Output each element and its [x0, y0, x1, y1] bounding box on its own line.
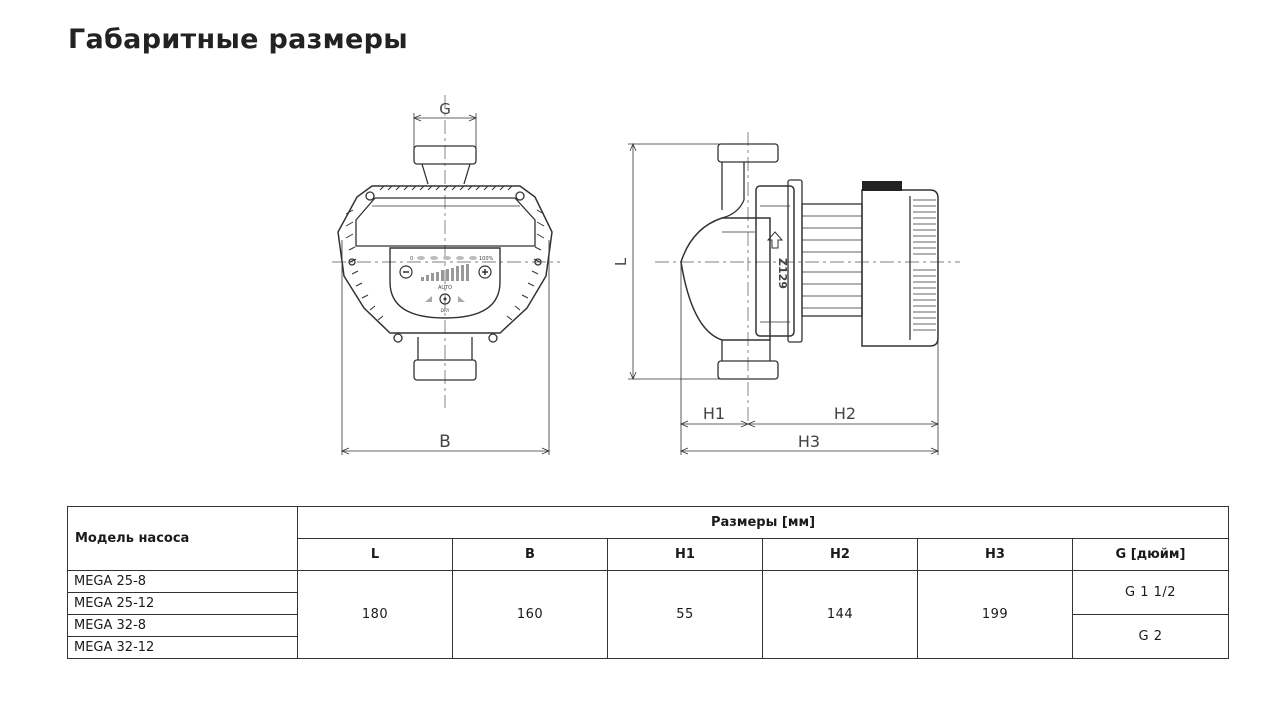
flow-arrow-icon [766, 231, 784, 249]
value-h2: 144 [762, 570, 918, 659]
front-view: G 0 1 [332, 95, 560, 455]
column-header-h2: H2 [762, 538, 918, 571]
value-h1: 55 [607, 570, 763, 659]
dimension-b-label: B [439, 432, 451, 452]
dimension-h3: H3 [679, 432, 940, 455]
column-header-h1: H1 [607, 538, 763, 571]
dimension-h1-h2: H1 H2 [679, 262, 940, 455]
dimensions-table: Модель насоса Размеры [мм] L B H1 H2 H3 … [67, 506, 1230, 659]
table-row: MEGA 25-8 180 160 55 144 199 G 1 1/2 [67, 570, 1230, 659]
table-row: MEGA 25-12 [67, 592, 1229, 615]
model-name: MEGA 25-12 [67, 592, 298, 615]
column-header-b: B [452, 538, 608, 571]
dimension-h2-label: H2 [834, 404, 856, 423]
table-row: MEGA 32-8 G 2 [67, 614, 1230, 659]
value-g-32: G 2 [1071, 614, 1230, 659]
panel-dry-label: DRY [440, 308, 449, 314]
model-name: MEGA 25-8 [67, 570, 298, 593]
dimensional-drawing: G 0 1 [332, 95, 960, 455]
value-b: 160 [452, 570, 608, 659]
column-header-g: G [дюйм] [1071, 538, 1230, 571]
side-view: Z129 L H1 H2 [612, 132, 960, 455]
value-h3: 199 [917, 570, 1073, 659]
page-title: Габаритные размеры [68, 24, 408, 55]
value-g-25: G 1 1/2 [1071, 570, 1230, 615]
dimension-g: G [412, 100, 478, 150]
dimension-l-label: L [612, 257, 630, 266]
dimension-h3-label: H3 [798, 432, 820, 451]
dimension-h1-label: H1 [703, 404, 725, 423]
panel-max-label: 100% [479, 256, 494, 262]
knob-icon [439, 293, 451, 305]
column-header-l: L [297, 538, 453, 571]
dimensions-group-header: Размеры [мм] [296, 506, 1230, 539]
dimension-l: L [612, 142, 720, 381]
dimension-b: B [340, 240, 551, 455]
housing-mark: Z129 [776, 258, 789, 289]
panel-min-label: 0 [410, 256, 413, 262]
panel-auto-label: AUTO [438, 285, 452, 291]
table-row: MEGA 32-12 [67, 636, 1229, 659]
column-header-h3: H3 [917, 538, 1073, 571]
dimension-g-label: G [439, 100, 451, 118]
model-name: MEGA 32-12 [67, 636, 298, 659]
model-name: MEGA 32-8 [67, 614, 298, 637]
value-l: 180 [297, 570, 453, 659]
control-panel: 0 100% [389, 247, 501, 319]
model-header: Модель насоса [67, 506, 298, 571]
plus-icon [478, 265, 492, 279]
minus-icon [399, 265, 413, 279]
